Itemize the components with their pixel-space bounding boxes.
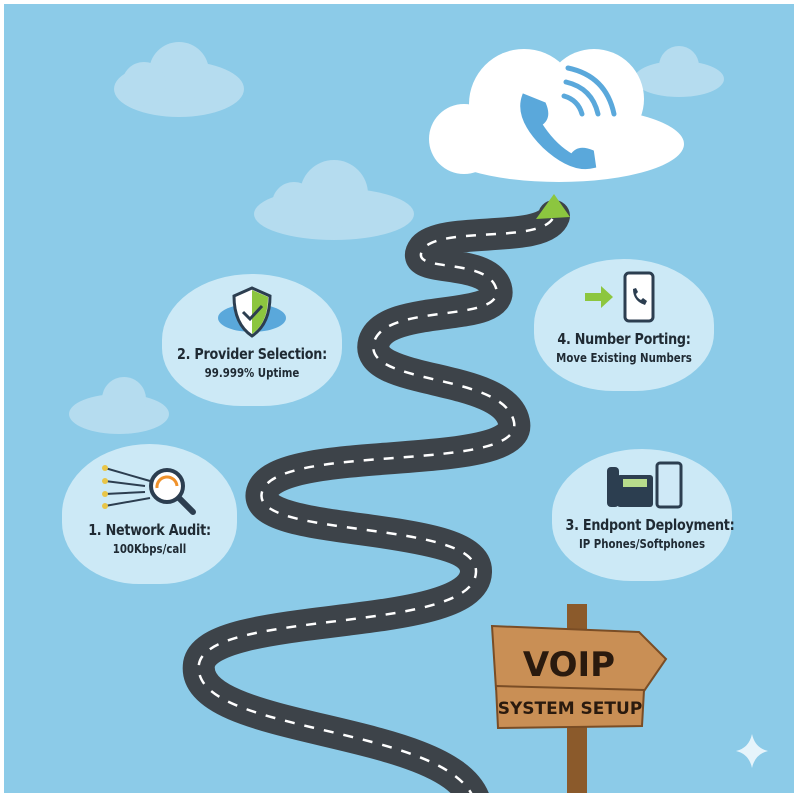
step-detail: Move Existing Numbers [556,351,692,365]
background-art: VOIP SYSTEM SETUP [69,42,768,793]
step-detail: IP Phones/Softphones [578,537,706,551]
step-title: 1. Network Audit: [88,521,211,539]
cloud [634,46,724,97]
sign-title: VOIP [523,645,615,685]
road-end-arrow-icon [536,194,570,219]
cloud [114,42,244,117]
step-title: 2. Provider Selection: [177,345,327,363]
mobile-port-icon [585,271,655,323]
sparkle-icon [736,734,768,768]
step-provider-selection: 2. Provider Selection: 99.999% Uptime [162,274,342,406]
background-clouds [69,42,724,434]
step-detail: 100Kbps/call [112,542,187,556]
sign-subtitle: SYSTEM SETUP [498,699,643,719]
step-endpoint-deployment: 3. Endpont Deployment: IP Phones/Softpho… [552,449,735,581]
step-number-porting: 4. Number Porting: Move Existing Numbers [534,259,714,391]
cloud [69,377,169,434]
winding-road [182,194,570,793]
desk-phone-icon [607,461,683,509]
phone-signal-icon [520,65,617,169]
cloud [254,160,414,240]
network-speed-icon [101,465,196,515]
step-title: 3. Endpont Deployment: [565,516,735,534]
shield-check-icon [218,286,286,338]
signpost: VOIP SYSTEM SETUP [490,604,668,793]
step-title: 4. Number Porting: [557,330,691,348]
voip-roadmap-illustration: VOIP SYSTEM SETUP 1. Network Audit: 100K… [4,4,794,793]
step-network-audit: 1. Network Audit: 100Kbps/call [62,444,237,584]
step-detail: 99.999% Uptime [204,366,300,380]
